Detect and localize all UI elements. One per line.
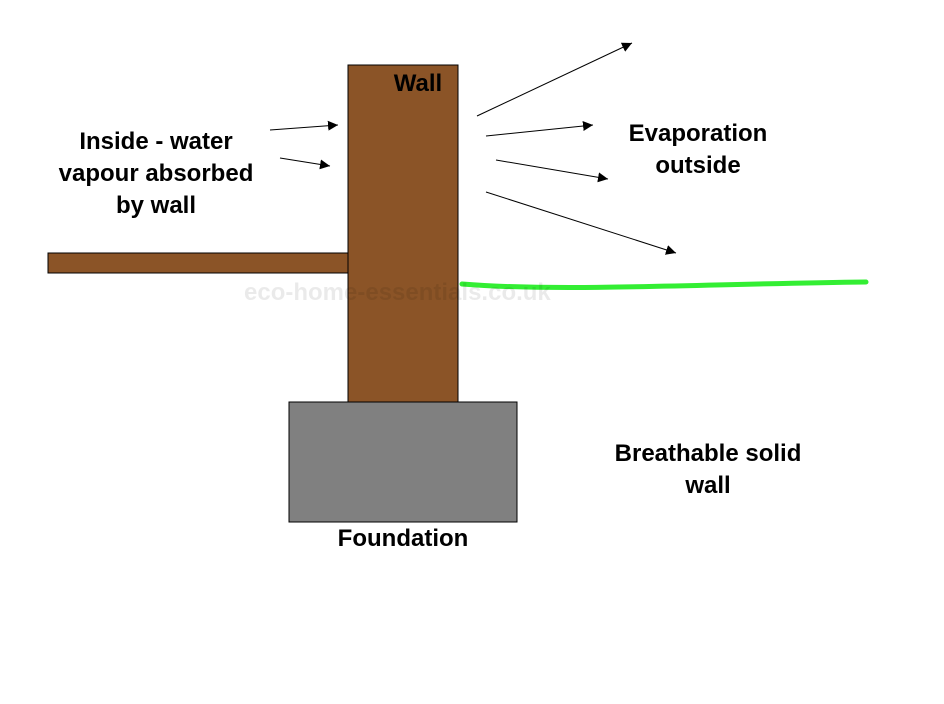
- foundation-label: Foundation: [337, 525, 469, 552]
- inside-label-line-1: Inside - water: [79, 128, 233, 155]
- evaporation-label-line-1: Evaporation: [628, 120, 768, 147]
- evaporation-label-line-2: outside: [655, 152, 741, 179]
- wall-body: [347, 64, 459, 404]
- ground-line: [459, 279, 869, 290]
- evaporation-arrow-3: [495, 159, 609, 183]
- inside-label: Inside - water vapour absorbed by wall: [36, 126, 276, 222]
- evaporation-arrow-4: [485, 191, 677, 255]
- evaporation-label: Evaporation outside: [598, 118, 798, 182]
- watermark: eco-home-essentials.co.uk: [244, 279, 551, 306]
- inside-label-line-3: by wall: [115, 192, 197, 219]
- breathable-label-line-1: Breathable solid: [614, 440, 802, 467]
- wall-label: Wall: [393, 70, 443, 97]
- floor-beam: [47, 252, 350, 274]
- evaporation-arrow-1: [476, 42, 633, 117]
- evaporation-arrow-2: [485, 121, 594, 137]
- inside-arrow-1: [269, 120, 339, 131]
- foundation-block: [288, 401, 518, 523]
- inside-label-line-2: vapour absorbed: [58, 160, 254, 187]
- inside-arrow-2: [279, 157, 331, 170]
- breathable-label-line-2: wall: [685, 472, 731, 499]
- breathable-label: Breathable solid wall: [588, 438, 828, 502]
